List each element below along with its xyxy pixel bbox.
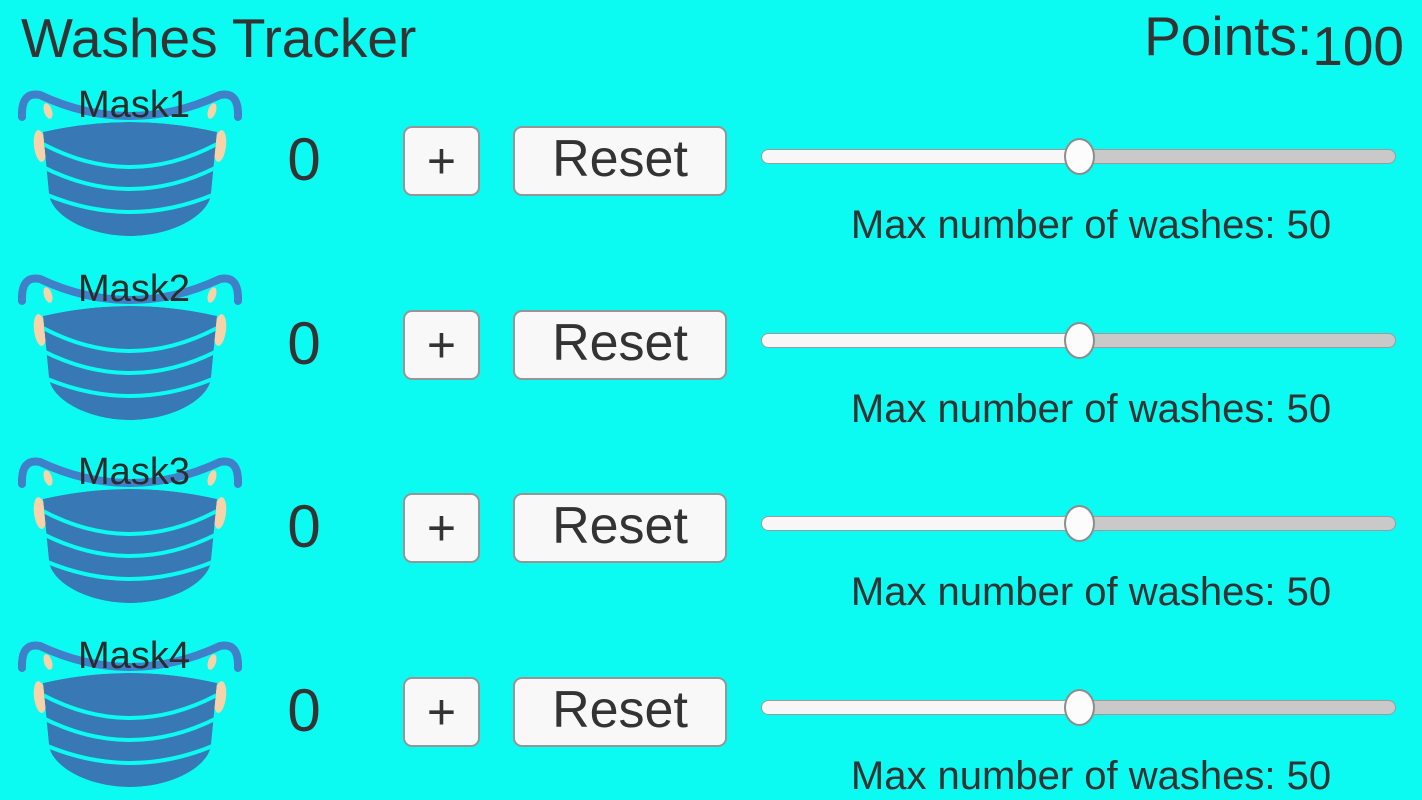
reset-button[interactable]: Reset <box>513 493 727 564</box>
slider-thumb[interactable] <box>1063 505 1095 543</box>
mask-row: Mask4 0 + Reset Max number of washes: 50 <box>0 630 1422 800</box>
increment-wash-button[interactable]: + <box>403 126 480 196</box>
wash-count-display: 0 <box>287 309 321 377</box>
max-washes-label: Max number of washes: 50 <box>850 570 1332 615</box>
max-washes-slider[interactable] <box>761 689 1396 727</box>
reset-button[interactable]: Reset <box>513 126 727 196</box>
max-washes-slider[interactable] <box>761 138 1396 176</box>
increment-wash-button[interactable]: + <box>403 309 480 380</box>
max-washes-label: Max number of washes: 50 <box>850 386 1332 431</box>
points-label: Points: <box>1144 5 1313 67</box>
points-display: Points: 100 <box>1144 4 1404 78</box>
slider-fill <box>762 150 1079 163</box>
mask-row: Mask1 0 + Reset Max number of washes: 50 <box>0 79 1422 263</box>
mask-row: Mask3 0 + Reset Max number of washes: 50 <box>0 446 1422 630</box>
slider-thumb[interactable] <box>1063 138 1095 175</box>
wash-count-display: 0 <box>287 493 321 561</box>
slider-thumb[interactable] <box>1063 321 1095 359</box>
face-mask-icon <box>18 457 242 604</box>
face-mask-icon <box>18 641 242 788</box>
mask-name-label: Mask1 <box>78 84 190 126</box>
slider-fill <box>762 517 1079 531</box>
mask-image: Mask3 <box>18 450 242 610</box>
reset-button[interactable]: Reset <box>513 677 727 748</box>
wash-count-display: 0 <box>287 126 321 193</box>
max-washes-label: Max number of washes: 50 <box>850 754 1332 799</box>
face-mask-icon <box>18 274 242 420</box>
mask-image: Mask4 <box>18 634 242 794</box>
max-washes-slider[interactable] <box>761 505 1396 543</box>
mask-name-label: Mask2 <box>78 267 190 310</box>
mask-name-label: Mask3 <box>78 451 190 494</box>
increment-wash-button[interactable]: + <box>403 677 480 748</box>
slider-thumb[interactable] <box>1063 689 1095 727</box>
slider-fill <box>762 701 1079 715</box>
increment-wash-button[interactable]: + <box>403 493 480 564</box>
face-mask-icon <box>18 90 242 236</box>
wash-count-display: 0 <box>287 677 321 745</box>
max-washes-label: Max number of washes: 50 <box>850 203 1332 247</box>
mask-row: Mask2 0 + Reset Max number of washes: 50 <box>0 263 1422 447</box>
page-title: Washes Tracker <box>21 7 417 69</box>
points-value: 100 <box>1312 15 1404 77</box>
mask-name-label: Mask4 <box>78 635 190 678</box>
mask-image: Mask2 <box>18 267 242 427</box>
reset-button[interactable]: Reset <box>513 309 727 380</box>
mask-image: Mask1 <box>18 83 242 243</box>
max-washes-slider[interactable] <box>761 321 1396 360</box>
slider-fill <box>762 333 1079 347</box>
